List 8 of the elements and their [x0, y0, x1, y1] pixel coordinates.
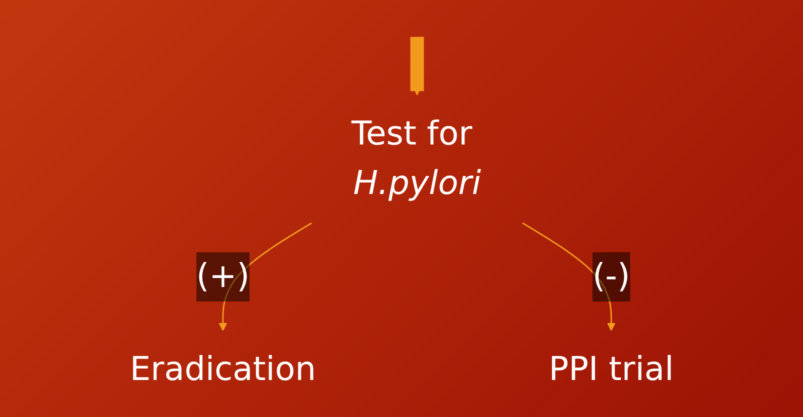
arrow: [218, 222, 312, 332]
arrow: [410, 34, 424, 96]
arrow: [522, 222, 616, 332]
node-text: PPI trial: [548, 350, 674, 389]
edge-label: (-): [592, 256, 630, 296]
node-text: Eradication: [130, 350, 316, 389]
node-text: Test for H.pylori: [351, 114, 481, 203]
edge-label: (+): [196, 256, 250, 296]
